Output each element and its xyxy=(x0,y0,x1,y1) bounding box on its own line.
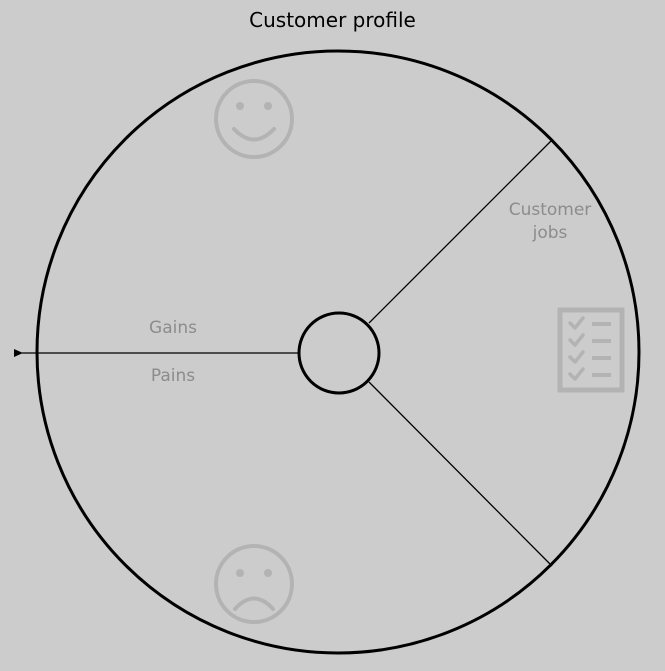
gains-label: Gains xyxy=(149,318,197,338)
divider-lower xyxy=(368,381,553,567)
center-circle xyxy=(297,311,381,395)
profile-outer-circle xyxy=(35,49,641,655)
sad-face-icon xyxy=(214,544,294,624)
checklist-icon xyxy=(557,307,625,393)
pains-label: Pains xyxy=(150,366,196,386)
diagram-title: Customer profile xyxy=(249,8,416,32)
customer-jobs-label-line1: Customer xyxy=(508,200,592,220)
customer-jobs-label-line2: jobs xyxy=(532,223,568,243)
divider-upper xyxy=(368,139,553,324)
smiley-face-icon xyxy=(214,79,294,159)
